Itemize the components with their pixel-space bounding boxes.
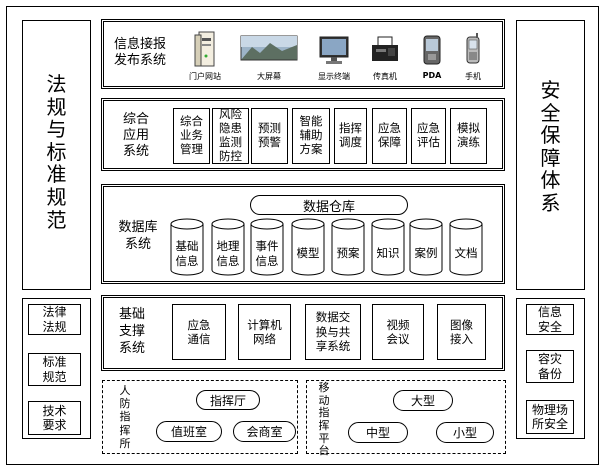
medium-platform: 中型 xyxy=(348,422,408,443)
infrastructure-box: 计算机 网络 xyxy=(238,304,291,360)
infrastructure-box: 图像 接入 xyxy=(437,304,486,360)
laws-standards-panel: 法 规 与 标 准 规 范 xyxy=(22,20,91,290)
info-release-label: 信息接报 发布系统 xyxy=(113,37,166,68)
infrastructure-panel xyxy=(101,295,505,371)
laws-regulations-box: 法律 法规 xyxy=(28,304,81,335)
infrastructure-box: 应急 通信 xyxy=(172,304,226,360)
phone-icon xyxy=(465,33,481,65)
large-screen-icon xyxy=(240,35,298,64)
display-terminal-label: 显示终端 xyxy=(318,72,350,81)
large-screen-label: 大屏幕 xyxy=(257,72,281,81)
command-hall: 指挥厅 xyxy=(196,390,260,410)
laws-standards-title: 法 规 与 标 准 规 范 xyxy=(46,72,67,232)
info-release-panel xyxy=(101,19,505,89)
mobile-phone-label: 手机 xyxy=(465,72,481,81)
infrastructure-box: 数据交 换与共 享系统 xyxy=(305,304,361,360)
applications-panel xyxy=(101,98,505,171)
application-box: 综合 业务 管理 xyxy=(173,108,210,164)
database-cylinder: 知识 xyxy=(371,218,405,276)
security-items-panel xyxy=(516,298,585,439)
database-cylinder: 预案 xyxy=(331,218,365,276)
laws-items-panel xyxy=(22,298,91,439)
security-system-title: 安 全 保 障 体 系 xyxy=(540,78,561,215)
database-cylinder: 事件 信息 xyxy=(250,218,284,276)
database-cylinder-label: 地理 信息 xyxy=(216,239,240,268)
standards-box: 标准 规范 xyxy=(28,353,81,386)
physical-security-box: 物理场 所安全 xyxy=(526,400,574,434)
infrastructure-label: 基础 支撑 系统 xyxy=(118,307,145,356)
pda-icon xyxy=(423,35,441,65)
database-cylinder: 案例 xyxy=(409,218,443,276)
database-cylinder-label: 模型 xyxy=(296,246,320,261)
database-cylinder: 文档 xyxy=(449,218,483,276)
database-cylinder-label: 事件 信息 xyxy=(255,239,279,268)
database-cylinder: 模型 xyxy=(291,218,325,276)
duty-room: 值班室 xyxy=(156,421,222,442)
security-system-panel: 安 全 保 障 体 系 xyxy=(516,20,585,290)
large-platform: 大型 xyxy=(393,390,453,411)
application-box: 风险 隐患 监测 防控 xyxy=(212,108,249,164)
small-platform: 小型 xyxy=(436,422,494,443)
technical-requirements-box: 技术 要求 xyxy=(28,401,81,435)
database-cylinder: 地理 信息 xyxy=(211,218,245,276)
data-warehouse: 数据仓库 xyxy=(250,195,408,215)
civil-air-defense-label: 人 防 指 挥 所 xyxy=(119,384,131,450)
monitor-icon xyxy=(318,36,350,66)
application-box: 指挥 调度 xyxy=(334,108,367,164)
fax-label: 传真机 xyxy=(373,72,397,81)
disaster-recovery-box: 容灾 备份 xyxy=(526,350,574,383)
database-cylinder-label: 基础 信息 xyxy=(175,239,199,268)
mobile-platform-panel xyxy=(306,380,506,454)
database-label: 数据库 系统 xyxy=(118,220,158,253)
portal-website-label: 门户网站 xyxy=(189,72,221,81)
mobile-platform-label: 移 动 指 挥 平 台 xyxy=(318,381,330,458)
application-box: 模拟 演练 xyxy=(450,108,487,164)
application-box: 应急 评估 xyxy=(411,108,446,164)
civil-air-defense-panel xyxy=(102,380,298,454)
outer-frame xyxy=(6,6,599,465)
info-security-box: 信息 安全 xyxy=(526,304,574,335)
database-cylinder-label: 案例 xyxy=(414,246,438,261)
server-icon xyxy=(192,30,218,70)
applications-label: 综合 应用 系统 xyxy=(122,112,149,159)
database-cylinder-label: 预案 xyxy=(336,246,360,261)
database-cylinder-label: 文档 xyxy=(454,246,478,261)
database-cylinder-label: 知识 xyxy=(376,246,400,261)
infrastructure-box: 视频 会议 xyxy=(372,304,424,360)
application-box: 预测 预警 xyxy=(251,108,288,164)
pda-label: PDA xyxy=(422,71,442,80)
consultation-room: 会商室 xyxy=(233,421,296,442)
database-cylinder: 基础 信息 xyxy=(170,218,204,276)
fax-icon xyxy=(370,35,400,65)
application-box: 应急 保障 xyxy=(372,108,407,164)
database-panel xyxy=(101,184,505,284)
application-box: 智能 辅助 方案 xyxy=(292,108,330,164)
